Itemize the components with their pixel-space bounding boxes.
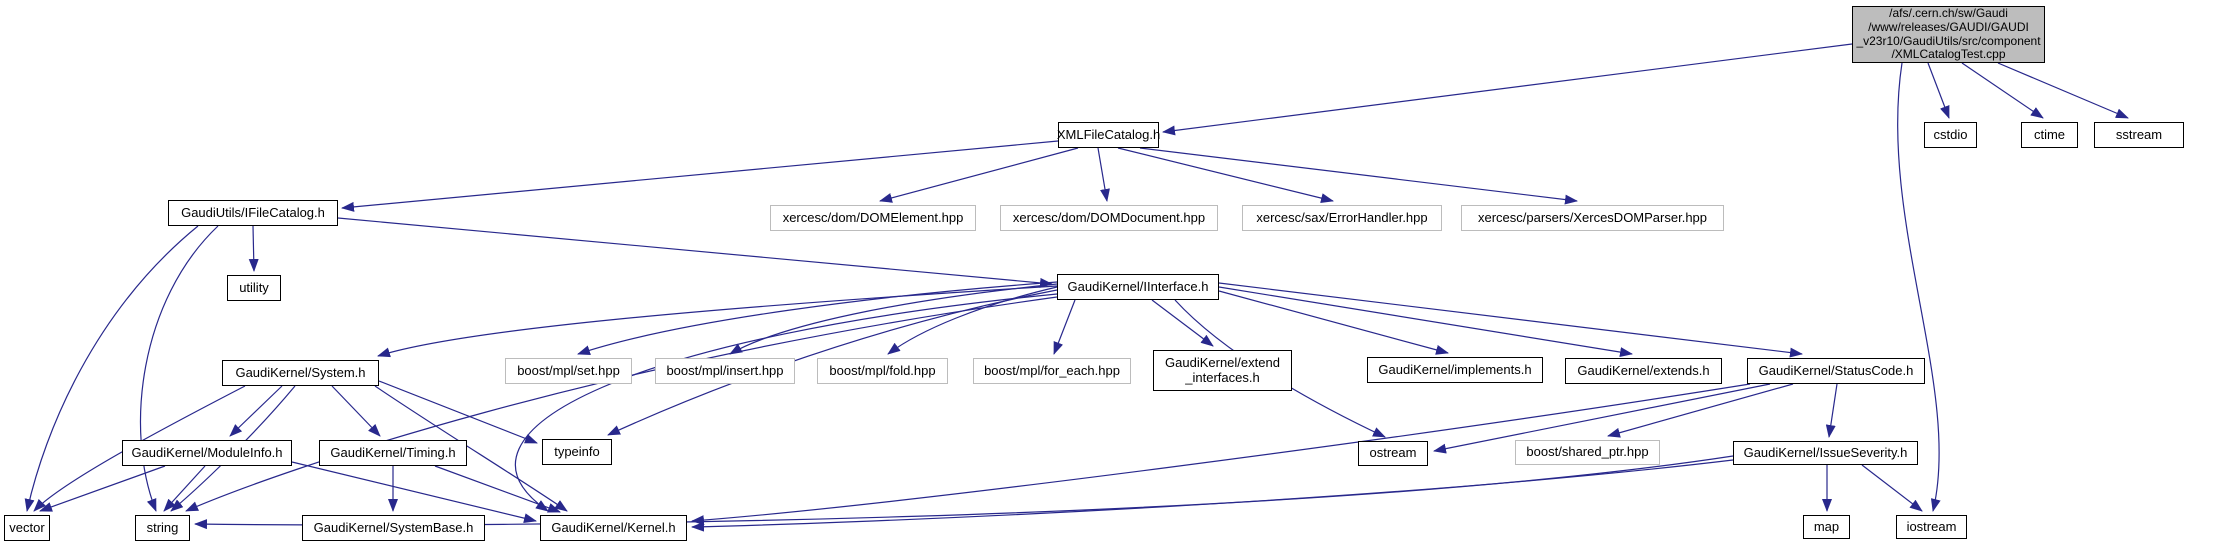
node-vector: vector bbox=[4, 515, 50, 541]
node-gaudiutils-ifilecatalog-h[interactable]: GaudiUtils/IFileCatalog.h bbox=[168, 200, 338, 226]
edge-xmlfilecatalog-to-ifilecatalog bbox=[341, 140, 1059, 212]
node-xercesc-domelement-hpp: xercesc/dom/DOMElement.hpp bbox=[770, 205, 976, 231]
edge-system-to-moduleinfo bbox=[229, 385, 283, 437]
node-gaudikernel-statuscode-h[interactable]: GaudiKernel/StatusCode.h bbox=[1747, 358, 1925, 384]
edge-statuscode-to-ostream bbox=[1433, 383, 1771, 454]
node-boost-mpl-set-hpp: boost/mpl/set.hpp bbox=[505, 358, 632, 384]
edge-iinterface-to-mpl-for-each bbox=[1053, 299, 1076, 355]
node-gaudikernel-systembase-h[interactable]: GaudiKernel/SystemBase.h bbox=[302, 515, 485, 541]
edge-xmlfilecatalog-to-xercesdomparser bbox=[1139, 147, 1578, 205]
edge-issueseverity-to-iostream bbox=[1861, 464, 1923, 512]
node-boost-shared-ptr-hpp: boost/shared_ptr.hpp bbox=[1515, 440, 1660, 465]
edge-xmlfilecatalog-to-domelement bbox=[879, 147, 1079, 203]
edge-root-to-ctime bbox=[1961, 62, 2044, 119]
node-xmlfilecatalog-h[interactable]: XMLFileCatalog.h bbox=[1057, 122, 1160, 148]
edge-iinterface-to-statuscode bbox=[1218, 282, 1803, 358]
edge-iinterface-to-mpl-set bbox=[577, 281, 1058, 355]
node-cstdio: cstdio bbox=[1924, 122, 1977, 148]
edge-ifilecatalog-to-string bbox=[139, 225, 219, 512]
edge-iinterface-to-extend-interfaces bbox=[1151, 299, 1214, 347]
node-gaudikernel-extends-h[interactable]: GaudiKernel/extends.h bbox=[1565, 358, 1722, 384]
node-sstream: sstream bbox=[2094, 122, 2184, 148]
edge-iinterface-to-implements bbox=[1218, 290, 1449, 355]
node-xercesc-errorhandler-hpp: xercesc/sax/ErrorHandler.hpp bbox=[1242, 205, 1442, 231]
edge-ifilecatalog-to-iinterface bbox=[337, 217, 1053, 288]
edge-moduleinfo-to-kernel bbox=[291, 461, 537, 524]
edge-timing-to-kernel bbox=[434, 465, 561, 513]
edge-statuscode-to-kernel bbox=[691, 383, 1751, 526]
edge-moduleinfo-to-vector bbox=[39, 465, 166, 512]
node-typeinfo: typeinfo bbox=[542, 439, 612, 465]
edge-xmlfilecatalog-to-errorhandler bbox=[1117, 147, 1334, 203]
edge-moduleinfo-to-string bbox=[163, 465, 206, 512]
edge-system-to-kernel bbox=[374, 385, 568, 512]
edge-issueseverity-to-kernel bbox=[691, 459, 1734, 532]
edge-root-to-iostream bbox=[1897, 62, 1941, 512]
edge-iinterface-to-string bbox=[185, 296, 1058, 512]
edge-xmlfilecatalog-to-domdocument bbox=[1097, 147, 1110, 202]
node-ctime: ctime bbox=[2021, 122, 2078, 148]
node-boost-mpl-fold-hpp: boost/mpl/fold.hpp bbox=[817, 358, 948, 384]
edge-iinterface-to-kernel bbox=[514, 293, 1058, 512]
node-xercesc-xercesdomparser-hpp: xercesc/parsers/XercesDOMParser.hpp bbox=[1461, 205, 1724, 231]
node-gaudikernel-system-h[interactable]: GaudiKernel/System.h bbox=[222, 360, 379, 386]
node-gaudikernel-moduleinfo-h[interactable]: GaudiKernel/ModuleInfo.h bbox=[122, 440, 292, 466]
edge-ifilecatalog-to-vector bbox=[24, 225, 199, 512]
node-utility: utility bbox=[227, 275, 281, 301]
node-iostream: iostream bbox=[1896, 515, 1967, 539]
edge-root-to-sstream bbox=[1997, 62, 2129, 119]
node-boost-mpl-for-each-hpp: boost/mpl/for_each.hpp bbox=[973, 358, 1131, 384]
edge-system-to-vector bbox=[33, 385, 246, 512]
edge-iinterface-to-extends bbox=[1218, 286, 1633, 358]
node-gaudikernel-timing-h[interactable]: GaudiKernel/Timing.h bbox=[319, 440, 467, 466]
node-ostream: ostream bbox=[1358, 441, 1428, 466]
edge-statuscode-to-shared-ptr bbox=[1607, 383, 1794, 438]
edge-ifilecatalog-to-utility bbox=[248, 225, 259, 272]
edge-system-to-typeinfo bbox=[378, 380, 538, 444]
node-gaudikernel-extend-interfaces-h[interactable]: GaudiKernel/extend _interfaces.h bbox=[1153, 350, 1292, 391]
edge-system-to-timing bbox=[331, 385, 381, 437]
edge-statuscode-to-issueseverity bbox=[1825, 383, 1838, 438]
node-map: map bbox=[1803, 515, 1850, 539]
node-gaudikernel-implements-h[interactable]: GaudiKernel/implements.h bbox=[1367, 357, 1543, 383]
edge-iinterface-to-mpl-insert bbox=[729, 283, 1058, 355]
node-gaudikernel-kernel-h[interactable]: GaudiKernel/Kernel.h bbox=[540, 515, 687, 541]
node-gaudikernel-issueseverity-h[interactable]: GaudiKernel/IssueSeverity.h bbox=[1733, 441, 1918, 465]
node-string: string bbox=[135, 515, 190, 541]
node-root-xmlcatalogtest-cpp: /afs/.cern.ch/sw/Gaudi /www/releases/GAU… bbox=[1852, 6, 2045, 63]
node-xercesc-domdocument-hpp: xercesc/dom/DOMDocument.hpp bbox=[1000, 205, 1218, 231]
node-boost-mpl-insert-hpp: boost/mpl/insert.hpp bbox=[655, 358, 795, 384]
edge-iinterface-to-mpl-fold bbox=[887, 286, 1058, 355]
node-gaudikernel-iinterface-h[interactable]: GaudiKernel/IInterface.h bbox=[1057, 274, 1219, 300]
edge-root-to-cstdio bbox=[1927, 62, 1950, 119]
edge-root-to-xmlfilecatalog bbox=[1162, 43, 1853, 136]
